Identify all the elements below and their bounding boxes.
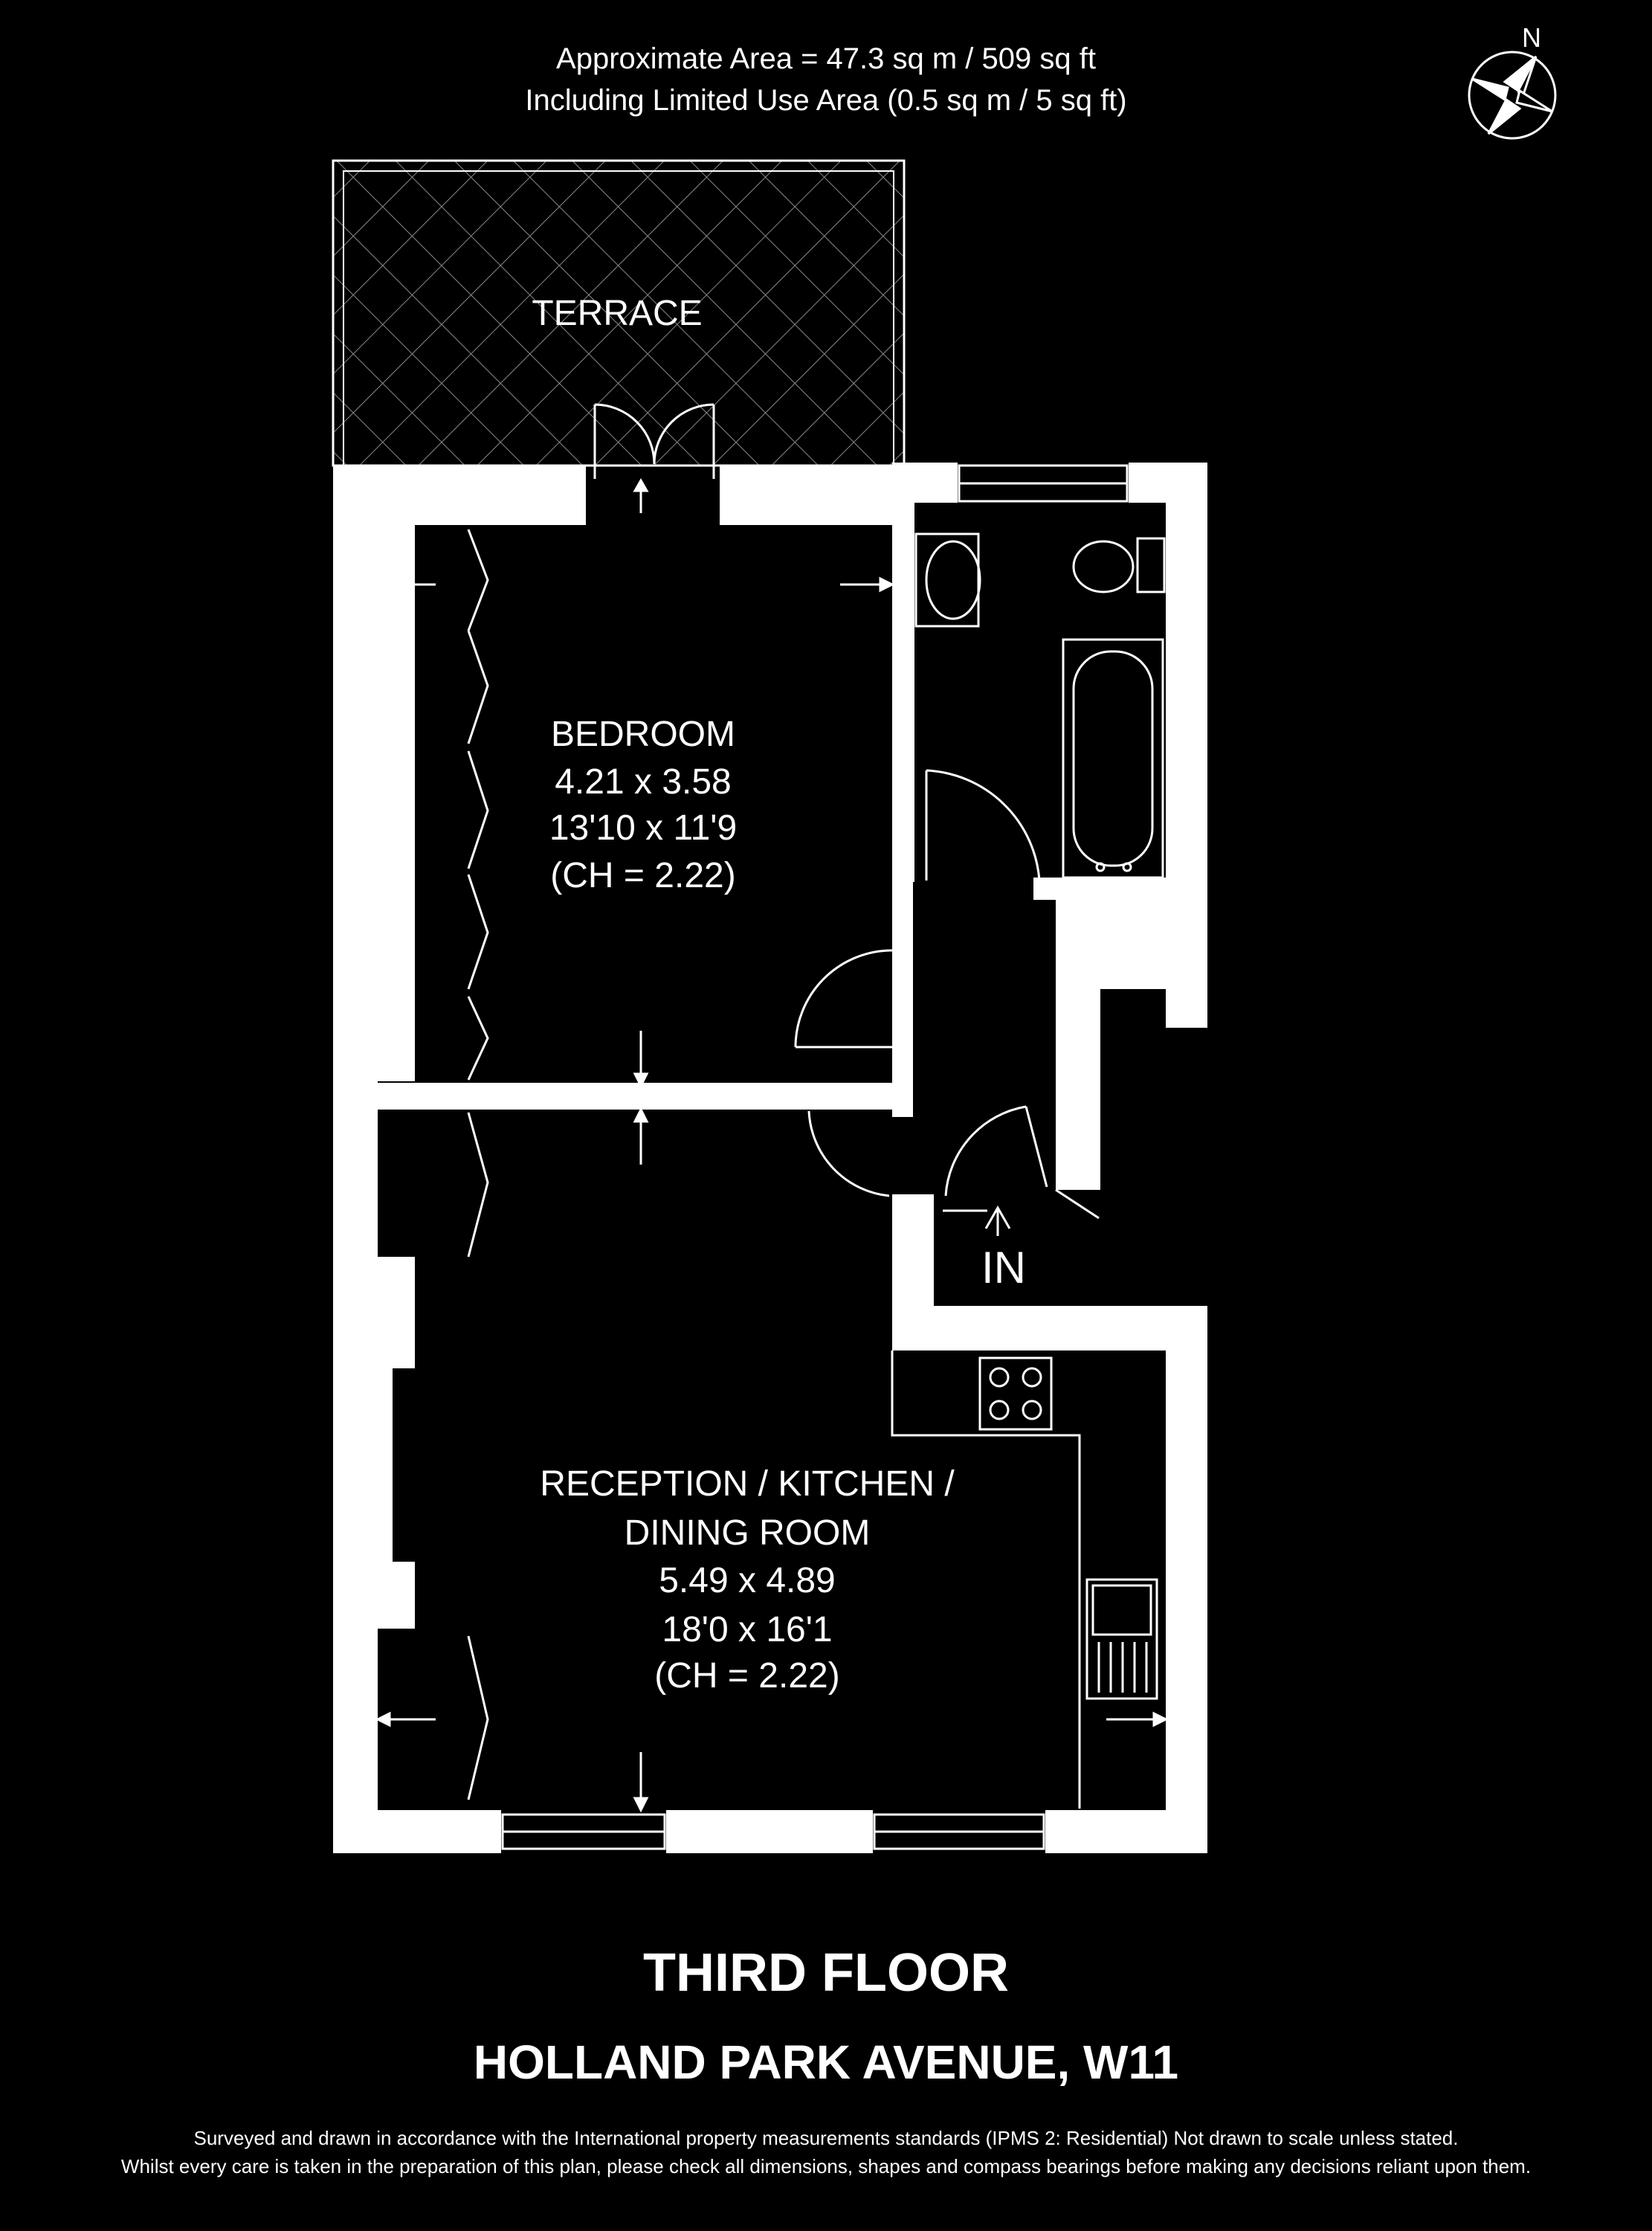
reception-imperial: 18'0 x 16'1	[662, 1610, 833, 1649]
reception-metric: 5.49 x 4.89	[659, 1561, 836, 1600]
area-summary: Approximate Area = 47.3 sq m / 509 sq ft	[556, 42, 1096, 75]
reception-ceiling: (CH = 2.22)	[654, 1656, 840, 1696]
compass-north-label: N	[1522, 22, 1541, 53]
reception-name-line1: RECEPTION / KITCHEN /	[540, 1464, 955, 1504]
bathroom-fixtures	[891, 532, 1166, 1809]
property-address: HOLLAND PARK AVENUE, W11	[473, 2035, 1179, 2089]
disclaimer-line2: Whilst every care is taken in the prepar…	[120, 2155, 1532, 2177]
bedroom-imperial: 13'10 x 11'9	[549, 808, 738, 848]
walls	[333, 463, 1207, 1853]
terrace-door	[593, 403, 715, 513]
entrance-arrow	[984, 1205, 1011, 1236]
windows	[501, 464, 1129, 1850]
wardrobe-doors	[388, 529, 489, 1800]
hall-doors	[794, 769, 1100, 1220]
bedroom-metric: 4.21 x 3.58	[555, 762, 732, 802]
terrace-area	[332, 159, 906, 467]
terrace-label: TERRACE	[532, 294, 703, 333]
bedroom-ceiling: (CH = 2.22)	[550, 856, 736, 895]
bedroom-name: BEDROOM	[550, 715, 735, 754]
reception-name-line2: DINING ROOM	[624, 1513, 871, 1553]
entrance-label: IN	[981, 1243, 1026, 1292]
measurement-arrows	[375, 576, 1169, 1813]
limited-use-area: Including Limited Use Area (0.5 sq m / 5…	[525, 84, 1127, 117]
disclaimer-line1: Surveyed and drawn in accordance with th…	[193, 2127, 1459, 2149]
floor-title: THIRD FLOOR	[643, 1943, 1009, 2003]
compass-icon	[1468, 51, 1557, 140]
